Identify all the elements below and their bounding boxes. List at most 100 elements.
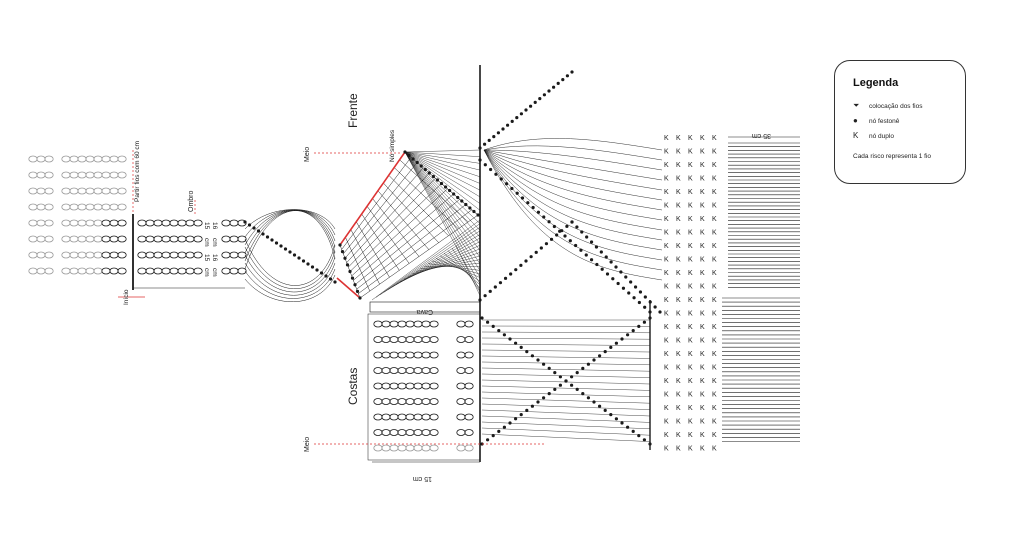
cord-line [407, 252, 481, 277]
knot-rows-left [28, 155, 127, 275]
knot-icon [28, 203, 38, 211]
festone-knot-icon [515, 191, 519, 195]
double-knot-icon: K [676, 284, 681, 291]
double-knot-icon: K [688, 297, 693, 304]
knot-icon [397, 382, 407, 390]
double-knot-icon: K [676, 216, 681, 223]
back-knot-row [373, 444, 474, 452]
festone-knot-icon [292, 253, 297, 257]
knot-icon [161, 251, 171, 259]
festone-knot-icon [534, 250, 538, 254]
knot-icon [185, 267, 195, 275]
cord-line [404, 151, 481, 184]
double-knot-icon: K [700, 351, 705, 358]
festone-knot-icon [570, 383, 574, 387]
knot-icon [405, 351, 415, 359]
shoulder-knot-row [137, 235, 247, 243]
knot-icon [389, 367, 399, 374]
festone-knot-icon [499, 177, 503, 181]
legend-title: Legenda [853, 77, 899, 89]
double-knot-icon: K [700, 230, 705, 237]
cord-line [404, 151, 481, 171]
knot-icon [373, 429, 383, 436]
double-knot-icon: K [700, 243, 705, 250]
festone-knot-icon [310, 265, 315, 269]
double-knot-icon: K [712, 432, 717, 439]
festone-knot-icon [542, 93, 547, 97]
knot-icon [61, 155, 71, 163]
knot-icon [44, 219, 54, 227]
double-knot-icon: K [664, 311, 669, 318]
knot-icon [85, 171, 95, 179]
double-knot-icon: K [700, 297, 705, 304]
festone-knot-icon [338, 243, 342, 247]
festone-knot-icon [604, 255, 608, 259]
no-simples-label: Nó simples [389, 129, 396, 162]
festone-knot-icon [256, 229, 261, 233]
knot-icon [28, 267, 38, 275]
cord-loop [244, 254, 336, 293]
cord-loop [483, 149, 663, 261]
knot-icon [429, 336, 439, 343]
double-knot-icon: K [712, 176, 717, 183]
knot-icon [169, 219, 179, 227]
festone-knot-icon [333, 280, 337, 284]
cord-loop [483, 149, 663, 241]
knot-icon [456, 398, 466, 405]
cord-line [481, 373, 651, 378]
knot-icon [389, 336, 399, 343]
knot-icon [28, 219, 38, 227]
knot-icon [109, 171, 119, 179]
double-knot-icon: K [664, 338, 669, 345]
legend-item-label: nó festonê [869, 118, 900, 125]
knot-icon [389, 429, 399, 436]
knot-icon [145, 219, 155, 227]
knot-row [28, 155, 127, 163]
knot-icon [36, 251, 46, 259]
cord-line [404, 151, 481, 231]
festone-knot-icon [274, 241, 279, 245]
knot-icon [77, 155, 87, 163]
knot-icon [44, 235, 54, 243]
festone-knot-icon [581, 392, 585, 396]
knot-icon [221, 235, 231, 243]
knot-icon [421, 413, 431, 421]
frente-label: Frente [346, 93, 360, 128]
knot-icon [69, 235, 79, 243]
knot-icon [137, 219, 147, 227]
knot-icon [77, 187, 87, 195]
cord-line [404, 151, 481, 157]
knot-icon [456, 429, 466, 436]
double-knot-icon: K [688, 324, 693, 331]
knot-icon [28, 155, 38, 163]
knot-icon [421, 429, 431, 436]
knot-icon [373, 367, 383, 374]
knot-icon [61, 251, 71, 259]
cord-loop [483, 145, 663, 161]
front-panel [336, 65, 481, 313]
knot-icon [464, 367, 474, 374]
knot-icon [28, 187, 38, 195]
cord-line [435, 258, 481, 278]
knot-icon [456, 320, 466, 328]
knot-icon [413, 382, 423, 390]
cord-line [404, 151, 481, 285]
knot-icon [381, 336, 391, 343]
knot-icon [397, 413, 407, 421]
double-knot-icon: K [676, 230, 681, 237]
double-knot-icon: K [712, 135, 717, 142]
back-knot-row [373, 351, 474, 359]
festone-knot-icon [270, 238, 274, 242]
knot-icon [429, 429, 439, 436]
festone-knot-icon [536, 210, 541, 214]
festone-knot-icon [529, 104, 533, 108]
festone-knot-icon [568, 239, 572, 243]
knot-icon [373, 444, 383, 452]
double-knot-icon: K [664, 378, 669, 385]
cord-line [359, 214, 479, 299]
festone-knot-icon [533, 100, 537, 104]
festone-chain [570, 220, 662, 314]
double-knot-icon: K [688, 189, 693, 196]
